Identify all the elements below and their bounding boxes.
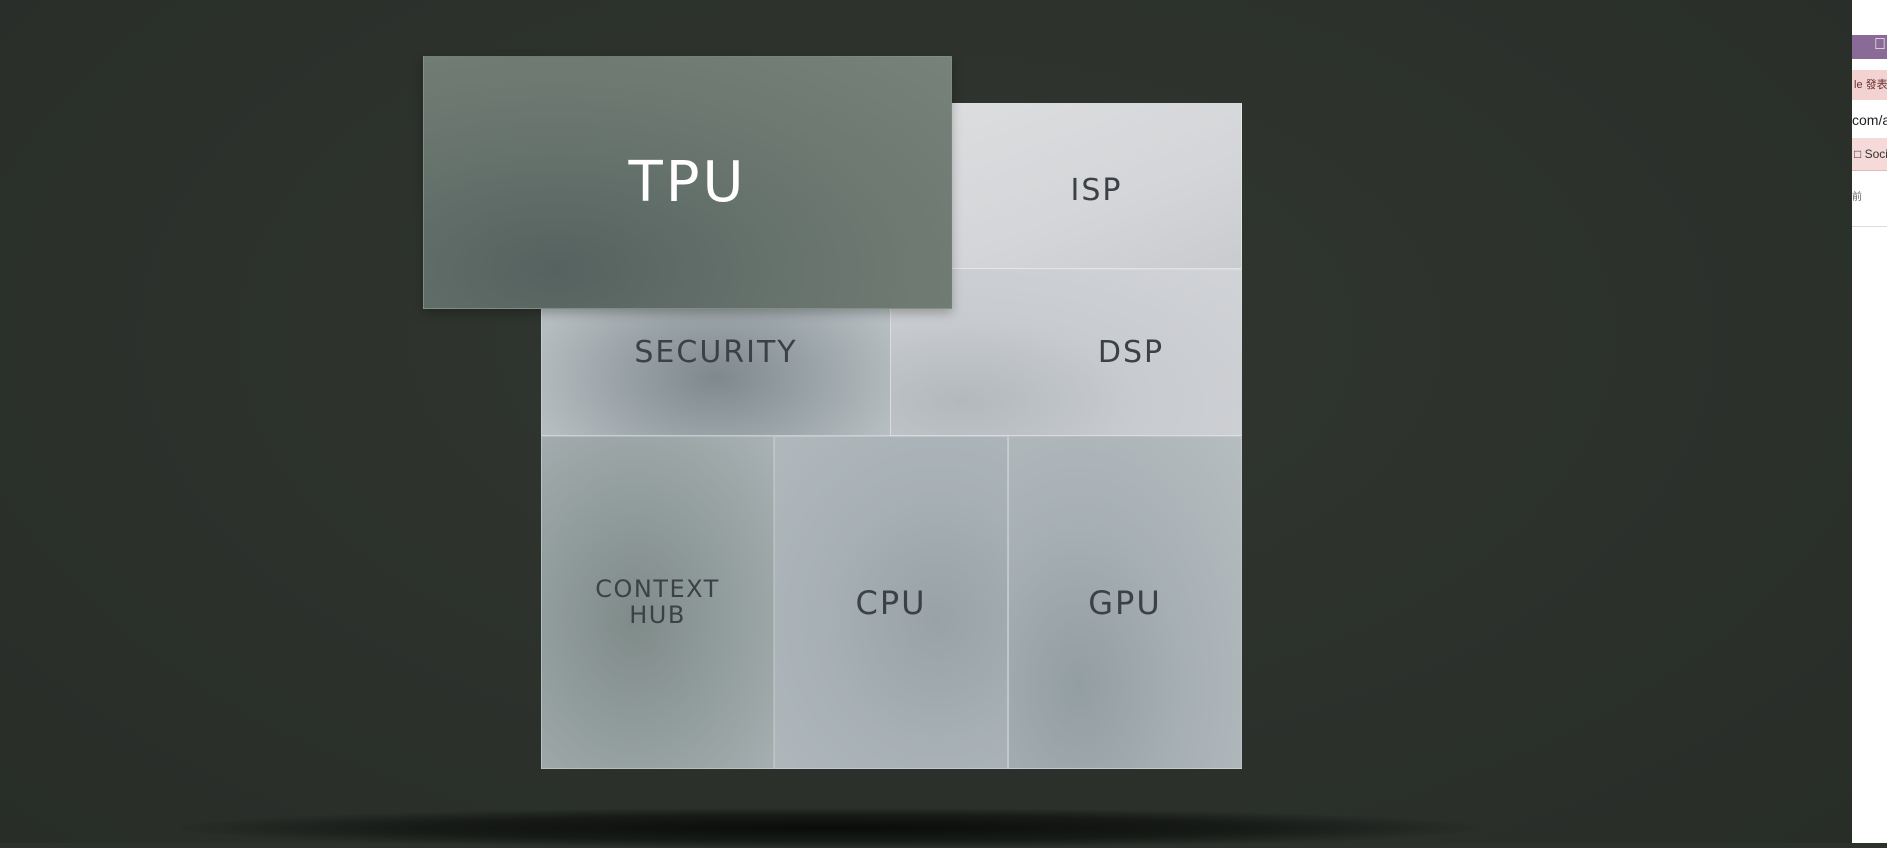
social-row[interactable]: □ Soci [1852, 138, 1887, 171]
context-hub-label-line1: CONTEXT [595, 575, 720, 604]
gpu-block: GPU [1008, 436, 1242, 769]
page-header-row[interactable]: le 發表 [1852, 70, 1887, 100]
tpu-block: TPU [423, 56, 952, 309]
context-hub-label: CONTEXT HUB [595, 575, 720, 629]
document-icon: □ [1854, 147, 1862, 161]
url-text[interactable]: com/a [1852, 106, 1887, 134]
timestamp-text: 前 [1852, 192, 1862, 203]
background-browser-window[interactable]:  le 發表 com/a □ Soci 前 [1852, 0, 1887, 843]
dsp-label: DSP [1097, 335, 1165, 370]
floor-shadow [180, 808, 1480, 848]
dsp-block: DSP [890, 269, 1242, 436]
apple-icon[interactable]:  [1874, 36, 1887, 54]
security-label: SECURITY [634, 335, 798, 370]
context-hub-label-line2: HUB [629, 600, 686, 629]
tpu-label: TPU [628, 150, 747, 215]
browser-topbar [1852, 35, 1887, 59]
cpu-label: CPU [855, 583, 927, 622]
cpu-block: CPU [774, 436, 1008, 769]
gpu-label: GPU [1088, 583, 1162, 622]
isp-label: ISP [1070, 172, 1123, 208]
divider [1852, 226, 1887, 227]
isp-block: ISP [951, 103, 1242, 269]
context-hub-block: CONTEXT HUB [541, 436, 774, 769]
social-row-label: Soci [1864, 147, 1887, 161]
